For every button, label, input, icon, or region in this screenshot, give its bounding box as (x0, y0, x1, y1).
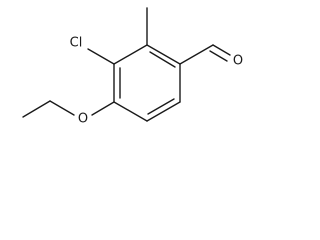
ring-bond-c4-c5 (113, 101, 148, 122)
ring-bond-c6-c1 (113, 44, 148, 65)
benzene-ring (113, 44, 181, 122)
aldehyde-c-bond (179, 44, 214, 65)
aldehyde-co-double-bond-outer (212, 44, 231, 56)
molecule-structure-diagram: Cl O O (22, 7, 243, 127)
ethyl-ch3-bond (22, 100, 51, 118)
ring-inner-double-bond-1 (149, 51, 176, 68)
ether-oxygen-atom-label: O (78, 112, 88, 127)
ring-bond-c1-c2 (146, 44, 181, 65)
chlorine-atom-label: Cl (70, 36, 83, 51)
aldehyde-co-double-bond-inner (209, 50, 228, 62)
ether-o-ring-bond (91, 101, 115, 116)
ring-bond-c3-c4 (146, 101, 181, 122)
ring-inner-double-bond-2 (147, 98, 175, 115)
aldehyde-oxygen-atom-label: O (233, 54, 243, 69)
chlorine-bond (87, 48, 115, 65)
ethyl-ch2-bond (49, 100, 75, 116)
